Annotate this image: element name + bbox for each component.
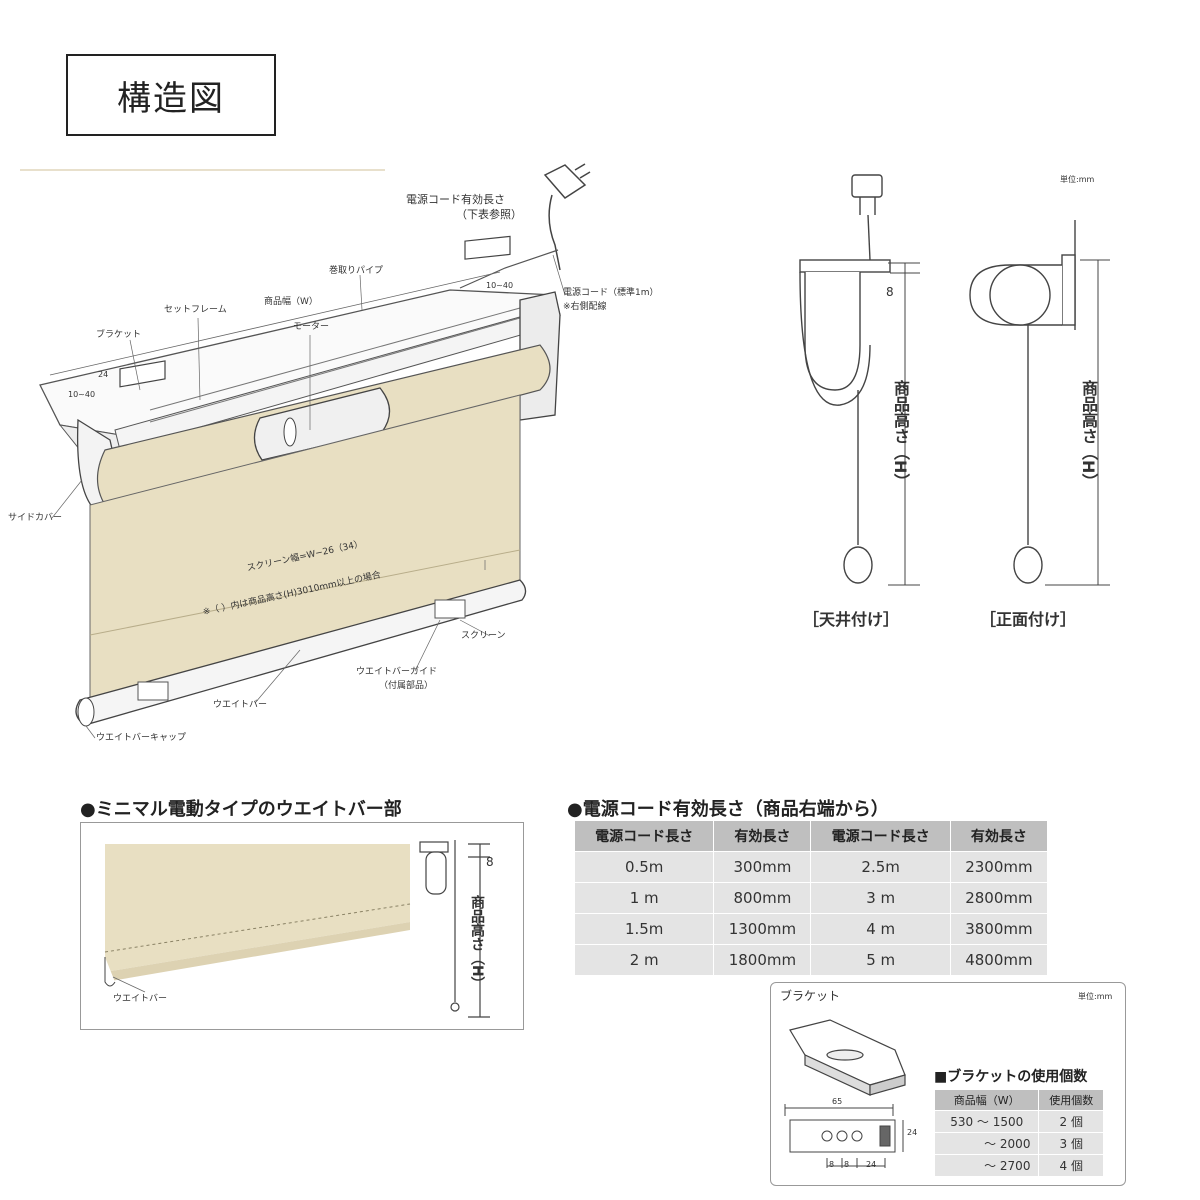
label-weight-bar-guide: ウエイトバーガイド: [356, 667, 438, 677]
table-cell: 3 個: [1038, 1132, 1104, 1155]
table-cell: 1800mm: [713, 944, 812, 976]
side-views-drawing: [799, 174, 1110, 586]
bracket-dim-8a: 8: [829, 1160, 835, 1169]
table-header: 使用個数: [1038, 1089, 1104, 1111]
label-weight-bar: ウエイトバー: [213, 700, 268, 710]
table-header: 有効長さ: [949, 820, 1049, 852]
label-bracket: ブラケット: [96, 330, 142, 340]
bracket-qty-table: 商品幅（W） 使用個数 530 ～ 1500 2 個 ～ 2000 3 個 ～ …: [933, 1089, 1104, 1177]
table-cell: ～ 2700: [933, 1154, 1040, 1177]
label-dim-24: 24: [98, 370, 109, 379]
ceiling-mount-caption: ［天井付け］: [803, 610, 900, 629]
power-plug-icon: [543, 163, 591, 271]
table-cell: 3 m: [810, 882, 951, 914]
weight-bar-height-label: 商品高さ（H）: [469, 895, 485, 991]
label-accessory: （付属部品）: [379, 681, 434, 691]
label-weight-bar-cap: ウエイトバーキャップ: [96, 733, 187, 743]
table-row: 2 m 1800mm 5 m 4800mm: [573, 944, 1049, 976]
bracket-qty-title: ■ブラケットの使用個数: [934, 1069, 1088, 1085]
weight-bar-drawing: [104, 840, 490, 1018]
table-row: 0.5m 300mm 2.5m 2300mm: [573, 851, 1049, 883]
table-cell: 4 個: [1038, 1154, 1104, 1177]
table-row: 1.5m 1300mm 4 m 3800mm: [573, 913, 1049, 945]
diagram-title: 構造図: [66, 54, 276, 136]
label-power-cord-length: 電源コード有効長さ: [406, 193, 505, 206]
label-right-wiring: ※右側配線: [563, 302, 607, 312]
table-cell: 1.5m: [573, 913, 715, 945]
label-dim-10-40-left: 10~40: [68, 390, 96, 399]
bracket-unit: 単位:mm: [1078, 992, 1113, 1001]
bracket-dim-8b: 8: [844, 1160, 850, 1169]
table-cell: 2 個: [1038, 1110, 1104, 1133]
table-header: 有効長さ: [713, 820, 812, 852]
table-row: ～ 2000 3 個: [933, 1132, 1104, 1155]
table-cell: 5 m: [810, 944, 951, 976]
label-see-table: （下表参照）: [456, 208, 522, 221]
bracket-title: ブラケット: [780, 989, 841, 1003]
label-dim-10-40-right: 10~40: [486, 281, 514, 290]
table-cell: 1300mm: [713, 913, 812, 945]
label-product-width: 商品幅（W）: [264, 297, 318, 307]
ceiling-height-label: 商品高さ（H）: [891, 380, 910, 490]
table-header: 電源コード長さ: [573, 820, 715, 852]
power-cord-table-title: ●電源コード有効長さ（商品右端から）: [567, 799, 889, 820]
weight-bar-dim-8: 8: [486, 855, 494, 869]
table-row: 530 ～ 1500 2 個: [933, 1110, 1104, 1133]
table-row: 1 m 800mm 3 m 2800mm: [573, 882, 1049, 914]
table-header: 商品幅（W）: [933, 1089, 1040, 1111]
bracket-panel: [770, 982, 1126, 1186]
table-cell: 0.5m: [573, 851, 715, 883]
table-header: 電源コード長さ: [810, 820, 951, 852]
label-screen: スクリーン: [461, 631, 506, 641]
table-cell: ～ 2000: [933, 1132, 1040, 1155]
label-power-cord-std: 電源コード（標準1m）: [563, 288, 659, 298]
table-cell: 800mm: [713, 882, 812, 914]
label-side-cover: サイドカバー: [8, 513, 63, 523]
table-cell: 4 m: [810, 913, 951, 945]
power-cord-table: 電源コード長さ 有効長さ 電源コード長さ 有効長さ 0.5m 300mm 2.5…: [573, 820, 1049, 976]
front-height-label: 商品高さ（H）: [1079, 380, 1098, 490]
table-cell: 2300mm: [949, 851, 1049, 883]
weight-bar-section-title: ●ミニマル電動タイプのウエイトバー部: [80, 799, 402, 820]
table-row: ～ 2700 4 個: [933, 1154, 1104, 1177]
bracket-drawing: [784, 1019, 906, 1168]
bracket-dim-24-side: 24: [907, 1128, 918, 1137]
bracket-dim-24-bottom: 24: [866, 1160, 877, 1169]
table-cell: 4800mm: [949, 944, 1049, 976]
table-cell: 300mm: [713, 851, 812, 883]
table-cell: 2800mm: [949, 882, 1049, 914]
table-cell: 530 ～ 1500: [933, 1110, 1040, 1133]
ceiling-dim-8: 8: [886, 285, 894, 299]
roller-blind-structure-drawing: [20, 163, 591, 739]
label-roll-pipe: 巻取りパイプ: [329, 266, 384, 276]
bracket-dim-65: 65: [832, 1097, 843, 1106]
table-cell: 2 m: [573, 944, 715, 976]
table-cell: 2.5m: [810, 851, 951, 883]
weight-bar-section-label: ウエイトバー: [113, 994, 168, 1004]
table-cell: 1 m: [573, 882, 715, 914]
front-mount-caption: ［正面付け］: [980, 610, 1077, 629]
weight-bar-panel: [80, 822, 524, 1030]
table-cell: 3800mm: [949, 913, 1049, 945]
label-set-frame: セットフレーム: [164, 305, 227, 315]
label-motor: モーター: [293, 322, 330, 332]
unit-label: 単位:mm: [1060, 175, 1095, 184]
